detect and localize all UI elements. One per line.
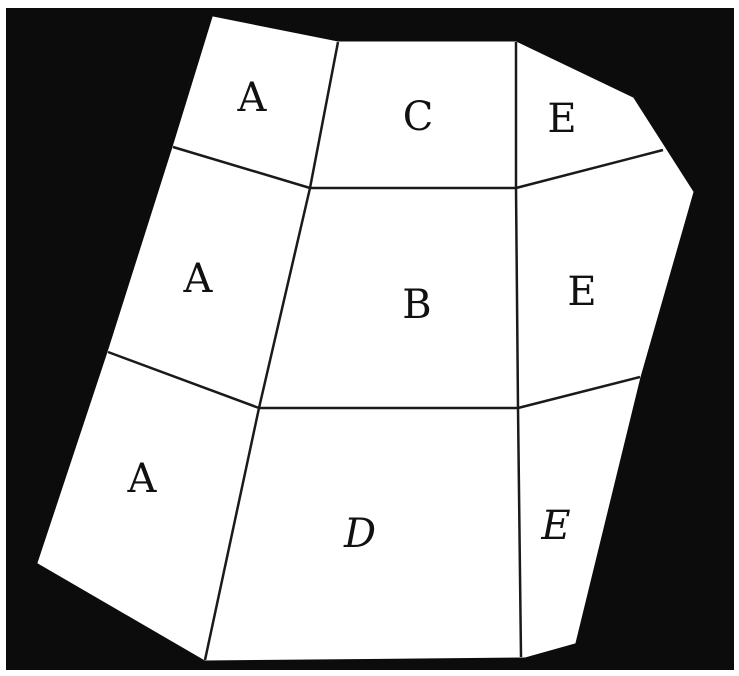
label-e-top: E xyxy=(547,96,576,142)
label-e-mid: E xyxy=(567,269,596,315)
divider-right xyxy=(514,42,523,658)
label-a-mid: A xyxy=(183,256,214,302)
label-b-mid: B xyxy=(402,282,431,328)
label-d-bottom: D xyxy=(343,511,376,557)
label-a-top: A xyxy=(237,75,268,121)
label-a-bottom: A xyxy=(127,456,158,502)
divider-row1 xyxy=(172,145,664,190)
divider-left xyxy=(203,41,340,661)
divider-row2 xyxy=(107,350,641,410)
label-c-top: C xyxy=(403,94,434,140)
label-e-bottom: E xyxy=(540,503,570,549)
